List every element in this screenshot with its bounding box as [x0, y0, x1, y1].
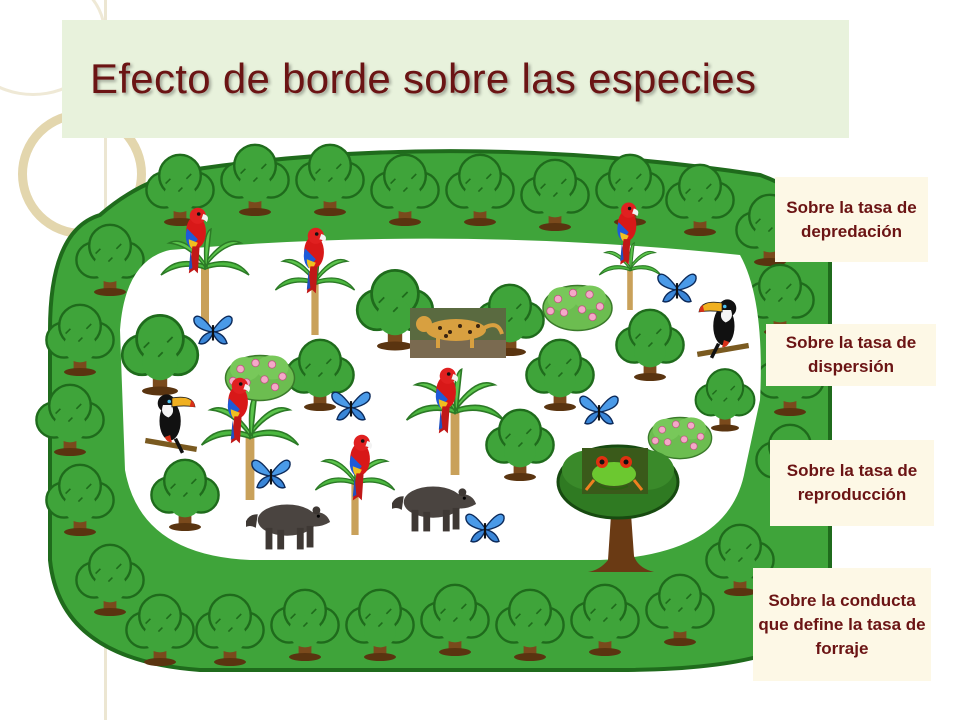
- label-foraging-behavior: Sobre la conducta que define la tasa de …: [753, 568, 931, 681]
- title-banner: Efecto de borde sobre las especies: [62, 20, 849, 138]
- frog-icon: [582, 448, 648, 494]
- label-reproduction-rate: Sobre la tasa de reproducción: [770, 440, 934, 526]
- label-depredation-rate: Sobre la tasa de depredación: [775, 177, 928, 262]
- label-dispersion-rate: Sobre la tasa de dispersión: [766, 324, 936, 386]
- slide-title: Efecto de borde sobre las especies: [90, 55, 757, 102]
- jaguar-photo: [410, 308, 506, 358]
